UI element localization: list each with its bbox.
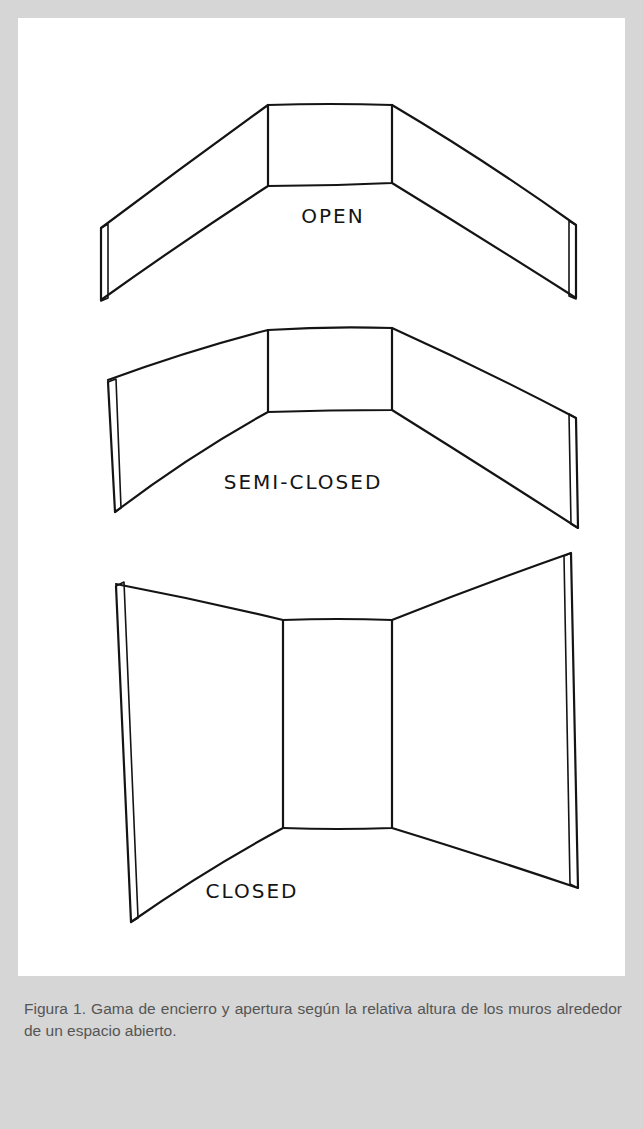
right-wall bbox=[392, 328, 578, 528]
back-wall bbox=[268, 104, 392, 186]
wall-thickness bbox=[108, 379, 121, 512]
wall-thickness bbox=[564, 553, 578, 888]
wall-thickness bbox=[116, 582, 138, 922]
figure-caption: Figura 1. Gama de encierro y apertura se… bbox=[24, 998, 622, 1041]
open-walls bbox=[101, 104, 576, 301]
enclosure-label: SEMI-CLOSED bbox=[224, 470, 383, 494]
figure-panel bbox=[18, 18, 625, 976]
back-wall bbox=[283, 619, 392, 829]
left-wall bbox=[116, 584, 283, 922]
semi-closed-walls bbox=[108, 327, 578, 528]
left-wall bbox=[101, 105, 268, 300]
wall-thickness bbox=[101, 224, 108, 301]
enclosure-label: CLOSED bbox=[206, 879, 299, 903]
wall-thickness bbox=[569, 221, 576, 299]
enclosure-label: OPEN bbox=[301, 204, 364, 228]
back-wall bbox=[268, 327, 392, 412]
right-wall bbox=[392, 553, 578, 888]
closed-walls bbox=[116, 553, 578, 922]
right-wall bbox=[392, 105, 576, 298]
wall-thickness bbox=[569, 414, 578, 528]
